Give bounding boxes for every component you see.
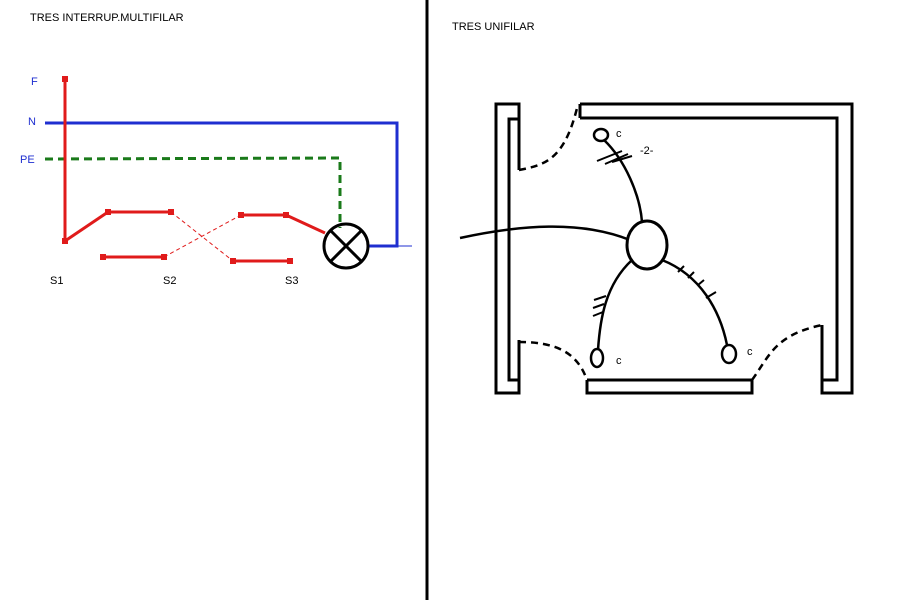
conductor-count-label: -2- (640, 145, 654, 157)
switch-s1-label: S1 (50, 275, 63, 287)
switch-label-left: c (616, 355, 622, 367)
neutral-label: N (28, 116, 36, 128)
earth-conductor (44, 156, 342, 228)
lamp-symbol (322, 222, 370, 270)
door-openings (518, 103, 823, 381)
switch-s2-crossover (163, 211, 242, 262)
neutral-conductor (45, 121, 412, 248)
phase-conductor (63, 79, 326, 263)
light-point-symbol (625, 219, 669, 271)
switch-label-right: c (747, 346, 753, 358)
switch-terminals (62, 76, 293, 264)
unifilar-title: TRES UNIFILAR (452, 21, 535, 33)
room-walls (494, 102, 854, 395)
phase-label: F (31, 76, 38, 88)
earth-label: PE (20, 154, 35, 166)
multifilar-title: TRES INTERRUP.MULTIFILAR (30, 12, 184, 24)
switch-label-top: c (616, 128, 622, 140)
switch-s2-label: S2 (163, 275, 176, 287)
conductor-ticks (592, 150, 717, 317)
switch-s3-label: S3 (285, 275, 298, 287)
unifilar-wiring (459, 139, 729, 351)
switch-symbols (589, 127, 738, 369)
